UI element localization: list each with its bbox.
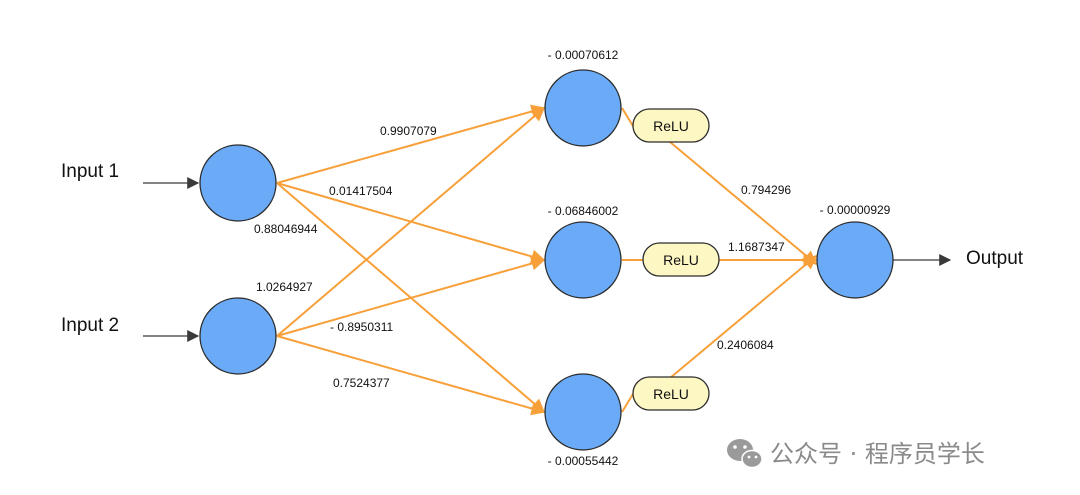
weight-i2-h2: - 0.8950311 (330, 320, 393, 334)
edge-h3-relu3 (621, 393, 634, 413)
watermark-text: 公众号 · 程序员学长 (770, 440, 985, 468)
input1-label: Input 1 (61, 161, 119, 182)
wechat-icon (727, 439, 763, 469)
output-bias: - 0.00000929 (820, 203, 891, 217)
hidden-node-2 (544, 221, 622, 299)
hidden-node-1 (544, 69, 622, 147)
input2-label: Input 2 (61, 315, 119, 336)
relu-box-1: ReLU (632, 108, 710, 143)
relu-label-1: ReLU (653, 118, 689, 134)
output-node (816, 221, 894, 299)
weight-h2-output: 1.1687347 (728, 240, 785, 254)
relu-box-2: ReLU (642, 242, 720, 277)
edge-i2-h3 (276, 335, 546, 416)
edge-i2-h1 (276, 107, 546, 337)
relu-box-3: ReLU (632, 376, 710, 411)
output-label: Output (966, 248, 1024, 269)
weight-i1-h1: 0.9907079 (380, 124, 437, 138)
weight-i1-h3: 0.88046944 (254, 222, 318, 236)
relu-label-3: ReLU (653, 386, 689, 402)
edge-relu1-output (669, 141, 818, 265)
input-node-1 (199, 144, 277, 222)
hidden2-bias: - 0.06846002 (548, 204, 619, 218)
edge-relu3-output (669, 255, 818, 379)
weight-h3-output: 0.2406084 (717, 338, 774, 352)
hidden-node-3 (544, 373, 622, 451)
input-node-2 (199, 297, 277, 375)
edge-i1-h1 (276, 104, 546, 184)
weight-i1-h2: 0.01417504 (329, 184, 393, 198)
relu-label-2: ReLU (663, 252, 699, 268)
hidden3-bias: - 0.00055442 (548, 454, 619, 468)
weight-i2-h1: 1.0264927 (256, 280, 313, 294)
edge-h1-relu1 (621, 107, 634, 127)
weight-h1-output: 0.794296 (741, 183, 791, 197)
weight-i2-h3: 0.7524377 (333, 376, 390, 390)
watermark: 公众号 · 程序员学长 (727, 439, 985, 469)
edge-i2-h2 (276, 256, 546, 337)
hidden1-bias: - 0.00070612 (548, 48, 619, 62)
